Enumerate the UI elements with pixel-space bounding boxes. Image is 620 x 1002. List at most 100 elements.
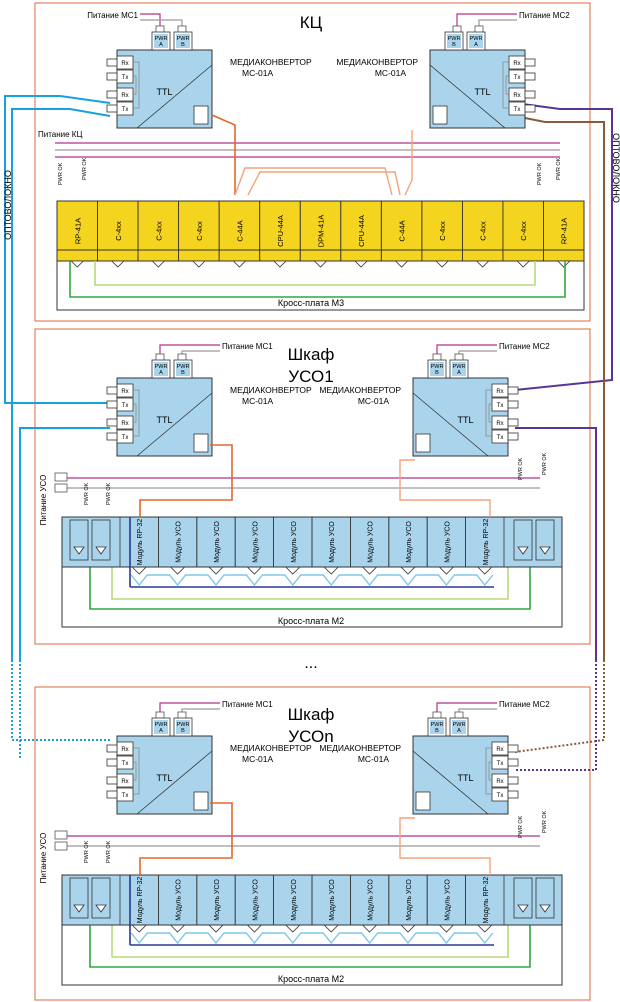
kc-mc-right-connector-1 (524, 72, 536, 81)
uso1-mc-left-rs-port (193, 433, 209, 453)
uson-pwr-slot-3 (535, 877, 555, 919)
uson-pwr-ok-2: PWR OK (106, 840, 112, 863)
uso1-backplane-label: Кросс-плата М2 (278, 616, 344, 626)
uso1-mc-left-pwr-label-1: PWR (177, 364, 190, 370)
uso1-slot-connector-6 (361, 566, 378, 575)
uson-mc-right-title-line2: МС-01А (358, 754, 390, 764)
uson-pwr-diode-3 (539, 904, 551, 913)
uson-mc-left-ttl-label: TTL (156, 773, 172, 783)
uson-module-label-8: Модуль УСО (444, 879, 451, 921)
uson-title-line1: Шкаф (288, 705, 335, 724)
uso1-mc-right-pwr-label-0: PWR (431, 364, 444, 370)
uson-backplane-frame (61, 924, 563, 986)
uso1-title-line2: УСО1 (288, 367, 333, 386)
kc-slot-connector-9 (435, 260, 450, 268)
uson-pwr-diode-0 (73, 904, 85, 913)
uson-mc-right-pwr-inner-1 (452, 720, 466, 734)
uso1-pwr-ok-3: PWR OK (518, 457, 524, 480)
uson-module-label-2: Модуль УСО (214, 879, 221, 921)
kc-mc-right-port-label-1: Tx (514, 75, 521, 81)
uso1-power-plug-a (54, 472, 68, 482)
uson-mc-right-port-label-1: Tx (497, 761, 504, 767)
uson-slot-connector-8 (438, 924, 455, 933)
uso1-power-label: Питание УСО (39, 475, 48, 526)
uson-pwr-ok-4: PWR OK (542, 810, 548, 833)
uso1-mc-right-rs-port (415, 433, 431, 453)
uso1-slot-connector-0 (131, 566, 148, 575)
kc-mc-right-title-line2: МС-01А (375, 68, 407, 78)
uson-mc-left-title-line1: МЕДИАКОНВЕРТОР (230, 743, 312, 753)
uso1-pwr-diode-0 (73, 546, 85, 555)
cabinet-kc-frame (34, 2, 591, 322)
kc-mc-left-connector-0 (106, 58, 118, 67)
uso1-link-left-orange (139, 444, 233, 517)
uson-mc-right-pwr-label-0: PWR (431, 722, 444, 728)
kc-mc-left-connector-2 (106, 90, 118, 99)
uso1-slot-connector-5 (323, 566, 340, 575)
uson-mc-right-connector-0 (507, 744, 519, 753)
uson-module-label-3: Модуль УСО (252, 879, 259, 921)
uso1-pwr-slot-3 (535, 519, 555, 561)
kc-mc-left-pwr-letter-0: A (159, 42, 163, 48)
uson-slot-connector-3 (246, 924, 263, 933)
uson-mc-left-diagonal (136, 750, 213, 815)
uso1-pwr-diode-2 (517, 546, 529, 555)
kc-module-label-5: CPU-44A (276, 215, 285, 247)
uson-mc-left-connector-3 (106, 790, 118, 799)
uson-mc2-power-label: Питание МС2 (499, 700, 550, 709)
uso1-slot-connector-7 (400, 566, 416, 575)
kc-mc-right-port-label-0: Rx (513, 61, 520, 67)
kc-slot-connector-10 (475, 260, 490, 268)
uson-mc-right-port-label-3: Tx (497, 793, 504, 799)
uson-pwr-diode-1 (95, 904, 107, 913)
kc-mc-right-pwr-label-1: PWR (470, 36, 483, 42)
uson-mc-left-pwr-letter-1: B (181, 728, 185, 734)
uso1-slot-connector-8 (438, 566, 455, 575)
kc-link-left-orange (211, 114, 236, 195)
uson-mc-right-loop-outer (485, 747, 492, 795)
uso1-module-label-1: Модуль УСО (176, 521, 183, 563)
uso1-module-label-9: Модуль RP-32 (483, 519, 490, 566)
kc-mc-left-port-label-0: Rx (121, 61, 128, 67)
kc-mc-left-title-line2: МС-01А (242, 68, 274, 78)
kc-mc-left-diagonal (136, 64, 213, 129)
uson-module-label-4: Модуль УСО (291, 879, 298, 921)
uson-mc-left-pwr-label-0: PWR (155, 722, 168, 728)
uso1-mc-left-ttl-label: TTL (156, 415, 172, 425)
uson-slot-connector-1 (169, 924, 186, 933)
kc-mc-right-rs-port (432, 105, 448, 125)
uso1-pwr-slot-2 (513, 519, 533, 561)
kc-mc-left-pwr-inner-0 (154, 34, 168, 48)
kc-title: КЦ (300, 13, 323, 32)
cabinet-uson-frame (34, 686, 591, 1001)
uson-mc-right-pwr-label-1: PWR (453, 722, 466, 728)
uso1-mc-right-pwr-inner-0 (430, 362, 444, 376)
kc-mc-left-port-label-1: Tx (122, 75, 129, 81)
uso1-mc-right-pwr-label-1: PWR (453, 364, 466, 370)
kc-pwr-ok-3: PWR OK (537, 162, 543, 185)
uso1-mc-right-diagonal (412, 392, 489, 457)
uso1-module-label-0: Модуль RP-32 (137, 519, 144, 566)
kc-rack (56, 200, 585, 262)
kc-mc-right-connector-3 (524, 104, 536, 113)
uso1-module-label-5: Модуль УСО (329, 521, 336, 563)
uson-mc-right-pwr-letter-1: A (457, 728, 461, 734)
uson-mc-right-rs-port (415, 791, 431, 811)
kc-backplane-frame (56, 249, 585, 311)
uso1-mc-right-loop-outer (485, 389, 492, 437)
uson-mc-right-loop-inner (488, 761, 492, 781)
uso1-mc-left-diagonal (136, 392, 213, 457)
uso1-bus-lightblue (130, 574, 494, 587)
ellipsis-label: ... (304, 655, 317, 672)
cabinet-uso1-frame (34, 328, 591, 645)
uson-title-line2: УСОn (288, 727, 333, 746)
kc-link-right-salmon (404, 130, 413, 196)
uson-pwr-slot-2 (513, 877, 533, 919)
uso1-module-label-4: Модуль УСО (291, 521, 298, 563)
kc-mc-left-pwr-label-1: PWR (177, 36, 190, 42)
kc-module-label-4: C-44A (235, 220, 244, 241)
kc-pwr-ok-1: PWR OK (58, 162, 64, 185)
